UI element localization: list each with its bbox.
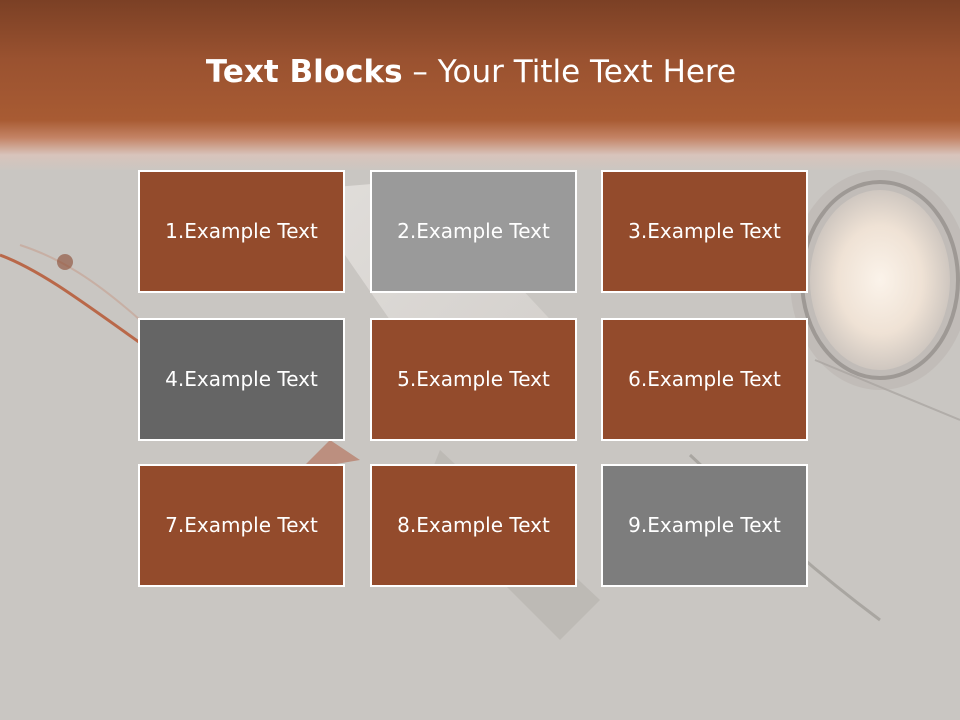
text-block-label: 7.Example Text	[165, 512, 318, 537]
text-block-1[interactable]: 1.Example Text	[138, 170, 345, 293]
text-block-3[interactable]: 3.Example Text	[601, 170, 808, 293]
title-band	[0, 0, 960, 170]
text-block-label: 4.Example Text	[165, 366, 318, 391]
text-block-label: 6.Example Text	[628, 366, 781, 391]
text-block-7[interactable]: 7.Example Text	[138, 464, 345, 587]
text-block-label: 8.Example Text	[397, 512, 550, 537]
text-block-2[interactable]: 2.Example Text	[370, 170, 577, 293]
title-light-part: Your Title Text Here	[437, 54, 737, 90]
text-block-5[interactable]: 5.Example Text	[370, 318, 577, 441]
text-block-label: 5.Example Text	[397, 366, 550, 391]
text-block-8[interactable]: 8.Example Text	[370, 464, 577, 587]
title-dash: –	[402, 54, 438, 90]
title-bold-part: Text Blocks	[205, 54, 403, 90]
text-block-label: 3.Example Text	[628, 218, 781, 243]
slide-title[interactable]: Text Blocks – Your Title Text Here	[0, 54, 942, 90]
text-block-label: 1.Example Text	[165, 218, 318, 243]
text-block-4[interactable]: 4.Example Text	[138, 318, 345, 441]
text-block-9[interactable]: 9.Example Text	[601, 464, 808, 587]
text-block-6[interactable]: 6.Example Text	[601, 318, 808, 441]
text-block-label: 9.Example Text	[628, 512, 781, 537]
text-block-label: 2.Example Text	[397, 218, 550, 243]
